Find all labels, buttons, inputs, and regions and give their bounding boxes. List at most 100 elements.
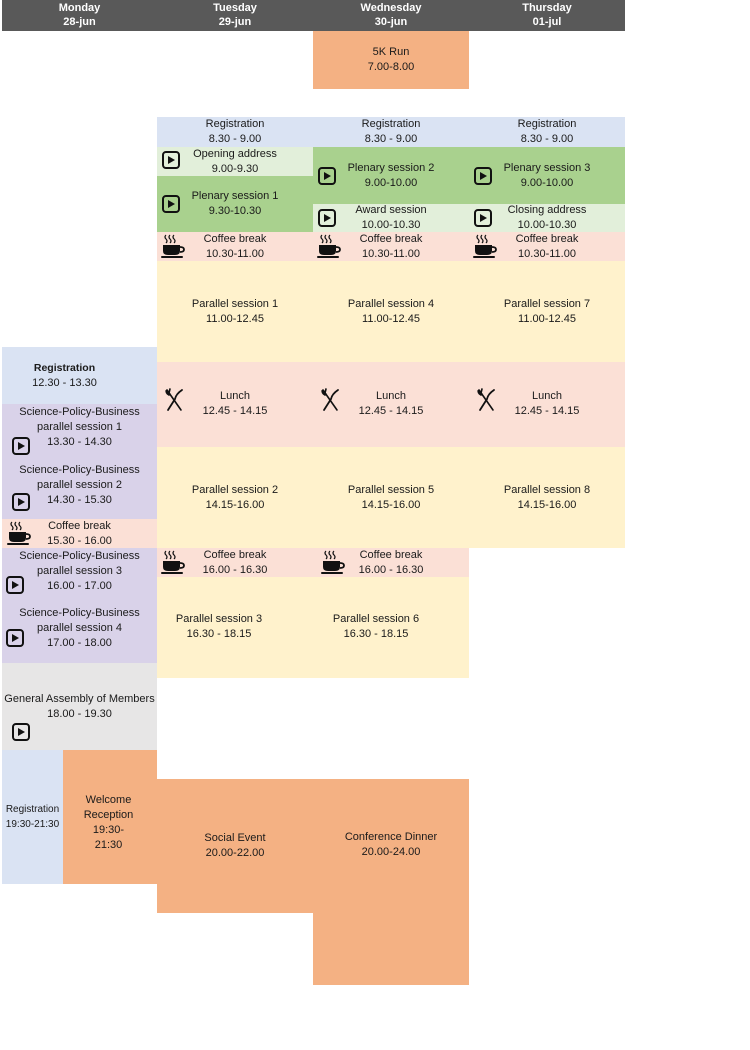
- event-general-assembly[interactable]: General Assembly of Members 18.00 - 19.3…: [2, 663, 157, 750]
- event-time: 15.30 - 16.00: [47, 534, 112, 547]
- play-icon[interactable]: [474, 167, 492, 185]
- event-title-line1: Science-Policy-Business: [19, 550, 140, 562]
- event-welcome-reception[interactable]: Welcome Reception 19:30- 21:30: [63, 750, 157, 884]
- event-coffee-break-tuesday-pm[interactable]: Coffee break 16.00 - 16.30: [157, 548, 313, 577]
- event-title: Coffee break: [359, 548, 423, 561]
- event-plenary-session-1[interactable]: Plenary session 1 9.30-10.30: [157, 176, 313, 232]
- day-date: 30-jun: [374, 16, 408, 28]
- coffee-cup-icon: [473, 234, 497, 258]
- fork-knife-icon: [477, 388, 495, 411]
- event-time: 8.30 - 9.00: [208, 133, 262, 145]
- event-spb-parallel-session-4[interactable]: Science-Policy-Business parallel session…: [2, 605, 157, 663]
- event-time: 10.30-11.00: [206, 247, 264, 260]
- event-coffee-break-wednesday-am[interactable]: Coffee break 10.30-11.00: [313, 232, 469, 261]
- play-icon[interactable]: [12, 437, 30, 455]
- event-title: Coffee break: [48, 519, 111, 532]
- day-date: 28-jun: [63, 16, 96, 28]
- event-parallel-session-1[interactable]: Parallel session 1 11.00-12.45: [157, 261, 313, 362]
- event-coffee-break-thursday-am[interactable]: Coffee break 10.30-11.00: [469, 232, 625, 261]
- play-icon[interactable]: [318, 167, 336, 185]
- play-icon[interactable]: [6, 576, 24, 594]
- event-closing-address[interactable]: Closing address 10.00-10.30: [469, 204, 625, 232]
- event-title: Coffee break: [359, 232, 423, 245]
- event-time: 17.00 - 18.00: [47, 637, 112, 649]
- event-title: Parallel session 8: [503, 483, 591, 496]
- event-time-end: 21:30: [94, 839, 123, 851]
- event-parallel-session-5[interactable]: Parallel session 5 14.15-16.00: [313, 447, 469, 548]
- event-time: 10.30-11.00: [362, 247, 420, 260]
- coffee-cup-icon: [161, 234, 185, 258]
- event-registration-thursday[interactable]: Registration 8.30 - 9.00: [469, 117, 625, 147]
- event-award-session[interactable]: Award session 10.00-10.30: [313, 204, 469, 232]
- event-conference-dinner[interactable]: Conference Dinner 20.00-24.00: [313, 779, 469, 985]
- event-title: Lunch: [220, 390, 250, 402]
- day-date: 01-jul: [532, 16, 562, 28]
- event-parallel-session-8[interactable]: Parallel session 8 14.15-16.00: [469, 447, 625, 548]
- event-time: 16.30 - 18.15: [343, 628, 409, 640]
- event-coffee-break-tuesday-am[interactable]: Coffee break 10.30-11.00: [157, 232, 313, 261]
- event-time: 20.00-22.00: [205, 847, 265, 859]
- event-time: 14.15-16.00: [517, 498, 577, 511]
- play-icon[interactable]: [6, 629, 24, 647]
- event-time: 20.00-24.00: [361, 846, 421, 858]
- event-title: Lunch: [532, 390, 562, 402]
- event-title: Registration: [517, 118, 577, 130]
- event-title: Conference Dinner: [344, 831, 438, 843]
- play-icon[interactable]: [12, 723, 30, 741]
- event-time: 10.00-10.30: [517, 219, 577, 231]
- event-title: Plenary session 1: [191, 190, 279, 202]
- event-title-line1: Science-Policy-Business: [19, 607, 140, 619]
- event-lunch-wednesday[interactable]: Lunch 12.45 - 14.15: [313, 362, 469, 447]
- event-time: 11.00-12.45: [518, 312, 576, 325]
- event-social-event[interactable]: Social Event 20.00-22.00: [157, 779, 313, 913]
- event-registration-wednesday[interactable]: Registration 8.30 - 9.00: [313, 117, 469, 147]
- event-lunch-tuesday[interactable]: Lunch 12.45 - 14.15: [157, 362, 313, 447]
- event-title: Parallel session 2: [191, 483, 279, 496]
- event-parallel-session-6[interactable]: Parallel session 6 16.30 - 18.15: [313, 577, 469, 678]
- event-title: Parallel session 1: [191, 297, 279, 310]
- event-registration-tuesday[interactable]: Registration 8.30 - 9.00: [157, 117, 313, 147]
- event-time: 9.00-10.00: [364, 176, 418, 189]
- event-title-line2: parallel session 2: [37, 479, 122, 491]
- event-parallel-session-7[interactable]: Parallel session 7 11.00-12.45: [469, 261, 625, 362]
- event-title: Registration: [33, 361, 96, 374]
- event-title: General Assembly of Members: [4, 693, 155, 705]
- event-time: 16.00 - 17.00: [47, 580, 112, 592]
- event-parallel-session-3[interactable]: Parallel session 3 16.30 - 18.15: [157, 577, 313, 678]
- event-time: 11.00-12.45: [362, 312, 420, 325]
- event-registration-evening[interactable]: Registration 19:30-21:30: [2, 750, 63, 884]
- event-title: Plenary session 2: [347, 161, 435, 174]
- event-plenary-session-2[interactable]: Plenary session 2 9.00-10.00: [313, 147, 469, 204]
- play-icon[interactable]: [162, 195, 180, 213]
- event-5k-run[interactable]: 5K Run 7.00-8.00: [313, 31, 469, 89]
- event-title: Coffee break: [515, 232, 579, 245]
- event-spb-parallel-session-3[interactable]: Science-Policy-Business parallel session…: [2, 548, 157, 605]
- event-time: 9.30-10.30: [208, 205, 262, 217]
- event-time: 10.00-10.30: [361, 219, 421, 231]
- event-time: 11.00-12.45: [206, 312, 264, 325]
- event-lunch-thursday[interactable]: Lunch 12.45 - 14.15: [469, 362, 625, 447]
- event-plenary-session-3[interactable]: Plenary session 3 9.00-10.00: [469, 147, 625, 204]
- event-parallel-session-2[interactable]: Parallel session 2 14.15-16.00: [157, 447, 313, 548]
- event-time: 14.15-16.00: [205, 498, 265, 511]
- event-parallel-session-4[interactable]: Parallel session 4 11.00-12.45: [313, 261, 469, 362]
- event-title-line2: parallel session 1: [37, 421, 122, 433]
- day-header-wednesday: Wednesday 30-jun: [313, 0, 469, 31]
- event-registration-monday[interactable]: Registration 12.30 - 13.30: [2, 347, 157, 404]
- event-time: 13.30 - 14.30: [47, 436, 112, 448]
- event-spb-parallel-session-2[interactable]: Science-Policy-Business parallel session…: [2, 461, 157, 519]
- event-title-line2: parallel session 3: [37, 565, 122, 577]
- event-title: Parallel session 6: [332, 613, 420, 625]
- play-icon[interactable]: [162, 151, 180, 169]
- event-title: Coffee break: [203, 548, 267, 561]
- day-name: Monday: [58, 2, 101, 14]
- event-time: 7.00-8.00: [367, 61, 415, 73]
- play-icon[interactable]: [12, 493, 30, 511]
- day-name: Thursday: [522, 2, 572, 14]
- play-icon[interactable]: [318, 209, 336, 227]
- day-header-tuesday: Tuesday 29-jun: [157, 0, 313, 31]
- day-name: Tuesday: [213, 2, 257, 14]
- play-icon[interactable]: [474, 209, 492, 227]
- event-opening-address[interactable]: Opening address 9.00-9.30: [157, 147, 313, 176]
- event-time: 12.45 - 14.15: [202, 405, 268, 417]
